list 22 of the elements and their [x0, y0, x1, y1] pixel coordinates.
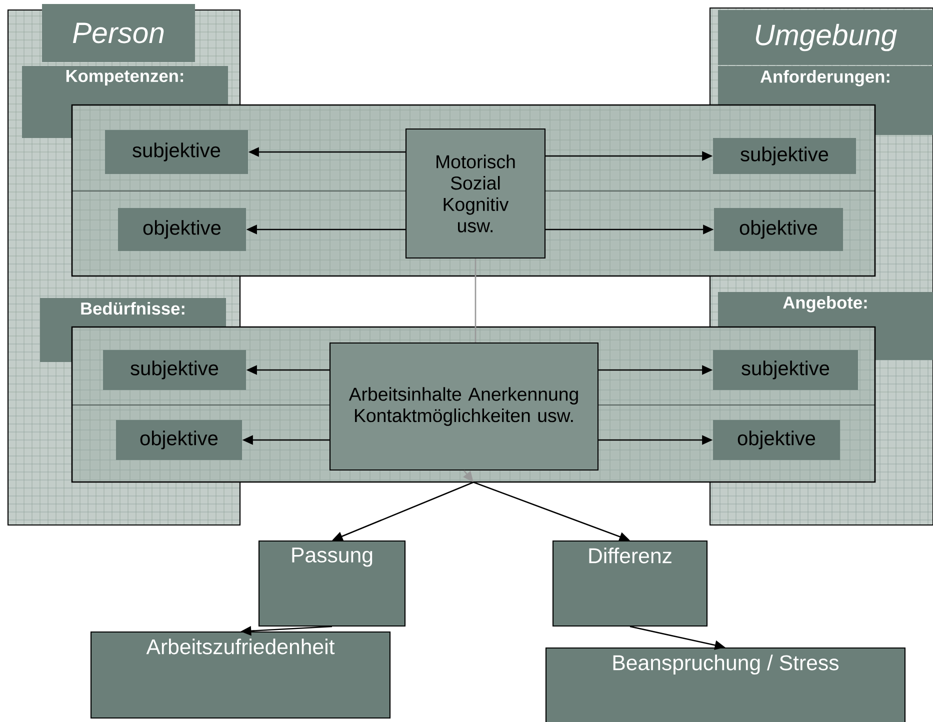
label-box: objektive	[714, 208, 843, 251]
label-box: objektive	[118, 208, 246, 251]
label-box: subjektive	[103, 350, 246, 390]
result-box: Passung	[258, 540, 406, 627]
result-box: Differenz	[552, 540, 708, 627]
node-label: Umgebung	[756, 24, 897, 52]
label-box: subjektive	[713, 350, 858, 390]
label-box: objektive	[713, 420, 840, 460]
node-label: Anforderungen:	[760, 70, 890, 86]
center-box: Arbeitsinhalte Anerkennung Kontaktmöglichkeiten usw.	[329, 342, 599, 471]
node-label: Kompetenzen:	[66, 70, 184, 86]
result-box: Arbeitszufriedenheit	[90, 631, 391, 719]
result-box: Beanspruchung / Stress	[545, 647, 906, 722]
node-label: Angebote:	[783, 296, 867, 312]
title-box: Umgebung	[718, 10, 933, 65]
label-box: objektive	[116, 420, 242, 460]
connector-line	[474, 258, 476, 342]
label-box: subjektive	[105, 130, 248, 174]
title-box: Person	[42, 4, 196, 62]
label-box: subjektive	[713, 138, 856, 174]
center-box: Motorisch Sozial Kognitiv usw.	[405, 128, 546, 259]
node-label: Bedürfnisse:	[81, 302, 184, 315]
